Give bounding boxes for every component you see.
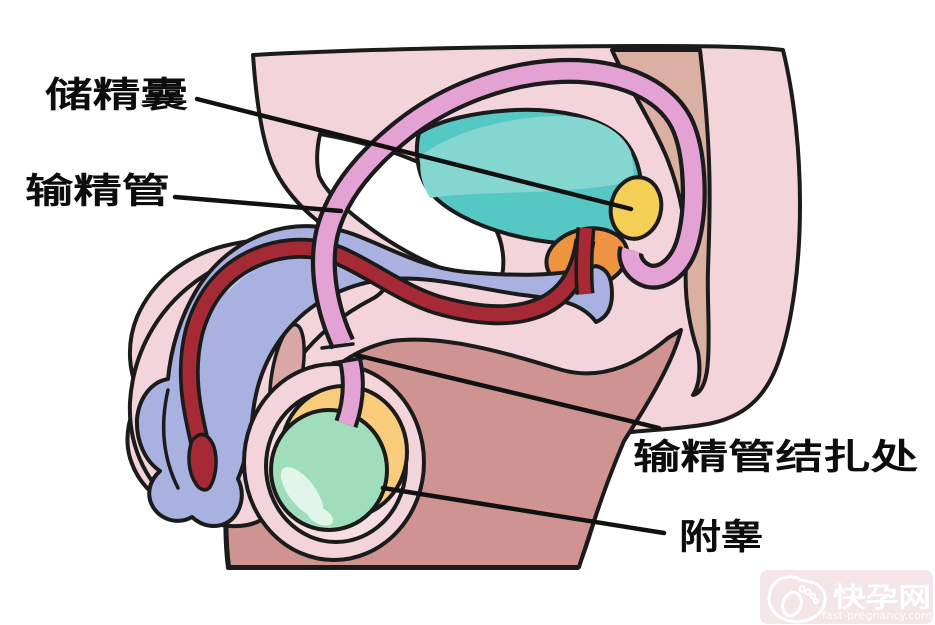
- testis-highlight: [280, 467, 324, 517]
- watermark: 快孕网 fast-pregnancy.com: [760, 570, 933, 624]
- penis-shaft-highlight: [214, 242, 322, 292]
- leader-line-epididymis: [380, 485, 667, 536]
- watermark-wash: [760, 570, 933, 624]
- cut-mark-lower: [331, 356, 365, 365]
- bladder-highlight: [420, 115, 634, 198]
- label-epididymis: 附睾: [679, 518, 763, 558]
- watermark-site-url: fast-pregnancy.com: [822, 610, 932, 622]
- leader-line-vasectomy-site: [353, 352, 662, 431]
- vas-deferens-distal: [338, 358, 361, 427]
- label-vas-deferens: 输精管: [25, 172, 170, 212]
- watermark-site-name: 快孕网: [833, 583, 931, 614]
- leader-line-vas-deferens: [172, 194, 344, 214]
- testis-highlight-small: [307, 506, 333, 526]
- footprint-logo-icon: [767, 575, 827, 624]
- leader-line-seminal-vesicle: [194, 96, 634, 212]
- penis-tip-divider: [161, 388, 180, 490]
- urethra-prostatic-core: [577, 227, 592, 295]
- vas-deferens-loop: [315, 62, 703, 348]
- cut-mark-upper: [320, 342, 355, 350]
- label-seminal-vesicle: 储精囊: [45, 76, 188, 116]
- label-vasectomy-site: 输精管结扎处: [633, 438, 918, 478]
- urethra-bulb: [187, 432, 218, 492]
